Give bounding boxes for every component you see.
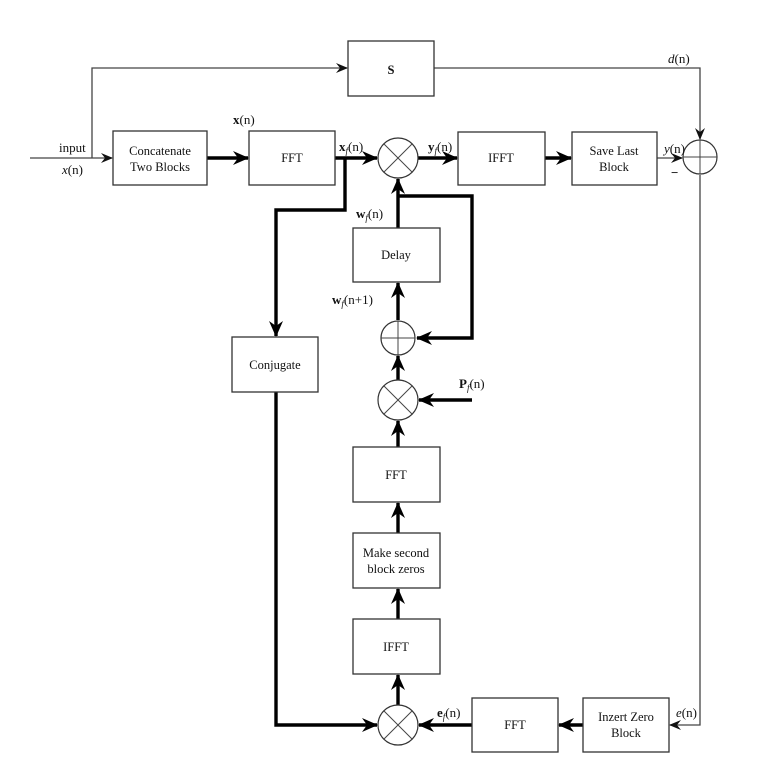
block-save-last-line2: Block	[599, 160, 630, 174]
block-delay: Delay	[352, 227, 441, 283]
block-concatenate: Concatenate Two Blocks	[112, 130, 208, 186]
label-minus-sign: −	[671, 165, 678, 180]
input-to-s-arrow	[91, 63, 348, 158]
block-fft-mid-label: FFT	[385, 468, 407, 482]
block-delay-label: Delay	[381, 248, 412, 262]
block-conjugate: Conjugate	[231, 336, 319, 393]
block-make-second: Make second block zeros	[352, 532, 441, 589]
sum-junction-error	[682, 139, 718, 175]
block-fft-bottom-label: FFT	[504, 718, 526, 732]
label-y-n: y(n)	[662, 141, 685, 156]
multiply-junction-top	[377, 137, 419, 179]
label-input: input	[59, 140, 86, 155]
block-concatenate-line2: Two Blocks	[130, 160, 190, 174]
label-d-n: d(n)	[668, 51, 690, 66]
multiply-junction-mid	[377, 379, 419, 421]
block-s-label: S	[388, 63, 395, 77]
conjugate-to-mult-arrow	[274, 392, 378, 732]
multiply-junction-bottom	[377, 704, 419, 746]
block-fft-top: FFT	[248, 130, 336, 186]
block-insert-zero-line1: Inzert Zero	[598, 710, 654, 724]
label-pf-n: Pf(n)	[459, 376, 485, 393]
label-wf-n: wf(n)	[356, 206, 383, 223]
block-fft-bottom: FFT	[471, 697, 559, 753]
d-to-sum-arrow	[434, 67, 705, 140]
error-to-insert-arrow	[669, 175, 701, 730]
sum-junction-update	[380, 320, 416, 356]
label-e-n: e(n)	[676, 705, 697, 720]
label-yf-n: yf(n)	[428, 139, 452, 156]
label-wf-n1: wf(n+1)	[332, 292, 373, 309]
block-save-last-line1: Save Last	[590, 144, 639, 158]
block-conjugate-label: Conjugate	[249, 358, 301, 372]
xf-to-conjugate-arrow	[269, 158, 347, 337]
block-fft-top-label: FFT	[281, 151, 303, 165]
block-ifft-top: IFFT	[457, 131, 546, 186]
label-x-bold-n: x(n)	[233, 112, 255, 127]
block-insert-zero-line2: Block	[611, 726, 642, 740]
block-ifft-top-label: IFFT	[488, 151, 514, 165]
label-ef-n: ef(n)	[437, 705, 460, 722]
feedback-loop-arrow	[398, 194, 474, 345]
block-make-second-line2: block zeros	[367, 562, 424, 576]
label-xf-n: xf(n)	[339, 139, 363, 156]
block-ifft-low: IFFT	[352, 618, 441, 675]
block-concatenate-line1: Concatenate	[129, 144, 191, 158]
label-x-n: x(n)	[61, 162, 83, 177]
block-make-second-line1: Make second	[363, 546, 430, 560]
block-save-last: Save Last Block	[571, 131, 658, 186]
block-fft-mid: FFT	[352, 446, 441, 503]
block-s: S	[347, 40, 435, 97]
block-insert-zero: Inzert Zero Block	[582, 697, 670, 753]
block-ifft-low-label: IFFT	[383, 640, 409, 654]
